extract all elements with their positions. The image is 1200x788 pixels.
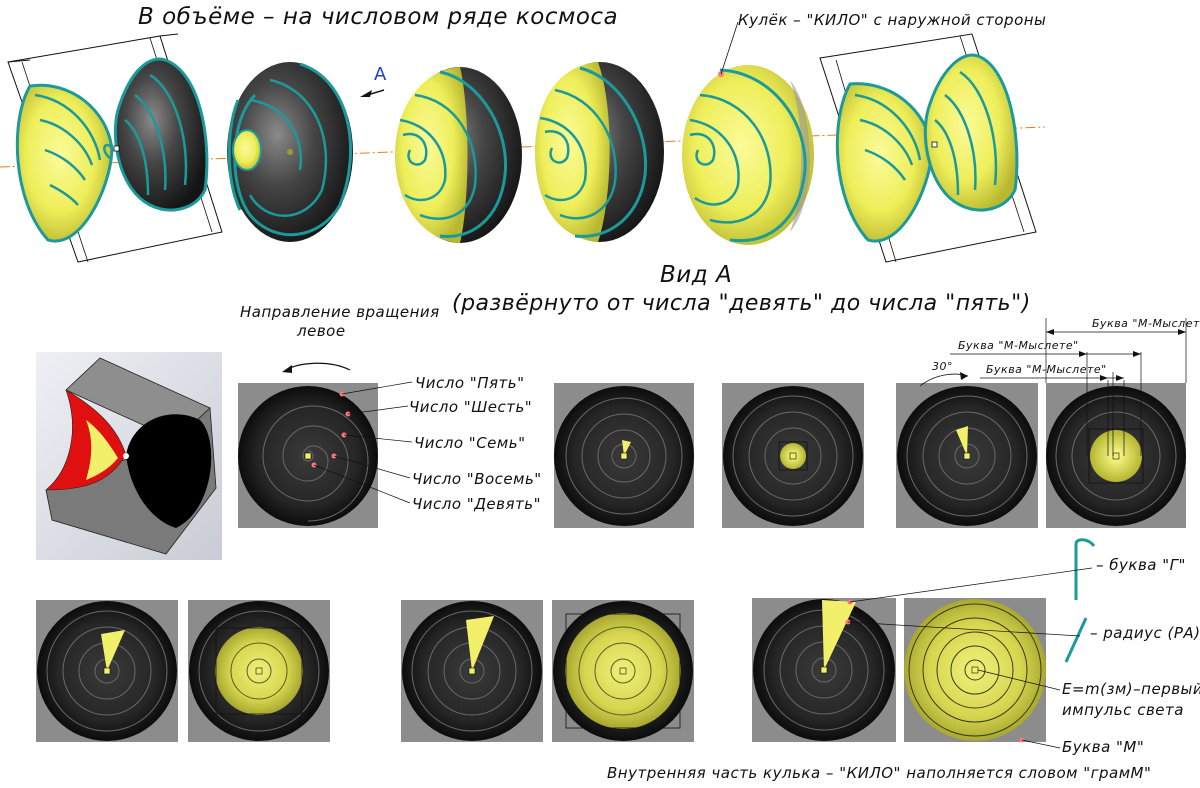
row2-pair-1: [36, 600, 330, 742]
angle-label: 30°: [932, 360, 953, 373]
legend-letter-g: – буква "Г": [1096, 556, 1186, 574]
cup-figure-5: [682, 21, 814, 245]
footer-caption: Внутренняя часть кулька – "КИЛО" наполня…: [607, 764, 1152, 782]
arrow-a-label: А: [374, 64, 387, 85]
legend-impulse-line1: E=m(зм)–первый: [1062, 680, 1200, 698]
row2-pair-2: [401, 600, 694, 742]
number-label-six: Число "Шесть": [409, 398, 533, 416]
view-a-disk-3: [722, 383, 864, 528]
number-label-five: Число "Пять": [415, 374, 525, 392]
dark-cup-figure-2: [227, 62, 353, 242]
view-a-main-disk: [238, 381, 413, 528]
page-title: В объёме – на числовом ряде космоса: [138, 4, 619, 30]
cup-figure-3: [395, 67, 522, 243]
cup-figure-4: [535, 62, 664, 242]
number-label-eight: Число "Восемь": [412, 470, 542, 488]
legend-radius: – радиус (РА): [1090, 624, 1200, 642]
view-title: Вид А: [660, 262, 733, 288]
dimension-label-outer: Буква "М-Мыслете": [1092, 317, 1200, 330]
legend-impulse-line2: импульс света: [1062, 701, 1184, 719]
wireframe-box-figure-6: [819, 33, 1037, 263]
row2-pair-3: [752, 598, 1046, 743]
number-label-seven: Число "Семь": [414, 434, 526, 452]
legend-symbols: [847, 538, 1096, 749]
dimension-label-middle: Буква "М-Мыслете": [958, 339, 1079, 352]
dimension-label-inner: Буква "М-Мыслете": [986, 363, 1107, 376]
rotation-label-line1: Направление вращения: [240, 303, 440, 321]
kulek-label: Кулёк – "КИЛО" с наружной стороны: [738, 11, 1047, 29]
view-a-disk-4: [896, 383, 1038, 528]
shaded-render-panel: [36, 352, 222, 560]
view-a-disk-2: [554, 383, 694, 528]
dimension-lines: [919, 329, 1186, 387]
view-a-disk-5: [1045, 318, 1187, 528]
legend-letter-m: Буква "М": [1062, 738, 1145, 756]
rotation-label-line2: левое: [297, 322, 346, 340]
wireframe-box-figure-1: [7, 33, 223, 263]
view-subtitle: (развёрнуто от числа "девять" до числа "…: [452, 291, 1031, 316]
number-label-nine: Число "Девять": [412, 495, 541, 513]
rotation-arrow: [285, 362, 351, 371]
